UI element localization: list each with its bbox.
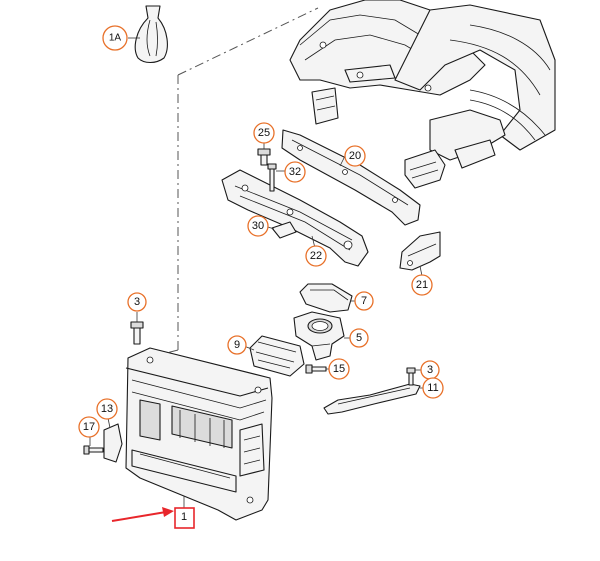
svg-text:21: 21 <box>416 279 428 291</box>
leader-13 <box>107 417 111 429</box>
lock-carrier-part-22 <box>221 169 369 267</box>
callout-15[interactable]: 15 <box>328 358 350 380</box>
air-duct-part-5 <box>293 311 345 361</box>
svg-text:20: 20 <box>349 150 361 162</box>
strut-part-11 <box>323 383 421 415</box>
screw-part-15 <box>305 364 327 374</box>
bolt-part-3-right <box>406 367 416 386</box>
svg-text:30: 30 <box>252 220 264 232</box>
callout-9[interactable]: 9 <box>227 335 247 355</box>
callout-1[interactable]: 1 <box>181 511 187 523</box>
callout-30[interactable]: 30 <box>247 215 269 237</box>
bracket-part-21 <box>399 231 441 271</box>
callout-32[interactable]: 32 <box>284 161 306 183</box>
svg-text:3: 3 <box>427 364 433 376</box>
svg-text:32: 32 <box>289 166 301 178</box>
callout-25[interactable]: 25 <box>253 122 275 144</box>
lock-carrier-part-1 <box>125 347 273 521</box>
svg-text:25: 25 <box>258 127 270 139</box>
svg-text:9: 9 <box>234 339 240 351</box>
bolt-part-3-left <box>130 321 144 345</box>
highlight-box <box>174 507 195 529</box>
svg-text:5: 5 <box>356 332 362 344</box>
highlight-arrow <box>111 507 174 522</box>
leader-20 <box>339 155 346 167</box>
protective-bag-part <box>134 5 168 64</box>
leader-30 <box>267 226 275 230</box>
callout-13[interactable]: 13 <box>96 398 118 420</box>
svg-text:1A: 1A <box>109 33 122 44</box>
callout-5[interactable]: 5 <box>349 328 369 348</box>
svg-text:15: 15 <box>333 363 345 375</box>
callout-17[interactable]: 17 <box>78 416 100 438</box>
callout-1a[interactable]: 1A <box>102 25 128 51</box>
callout-11[interactable]: 11 <box>422 377 444 399</box>
callout-20[interactable]: 20 <box>344 145 366 167</box>
callout-3-right[interactable]: 3 <box>420 360 440 380</box>
svg-text:13: 13 <box>101 403 113 415</box>
svg-text:7: 7 <box>361 295 367 307</box>
callout-21[interactable]: 21 <box>411 274 433 296</box>
duct-part-9 <box>249 335 305 377</box>
leader-21 <box>419 265 423 277</box>
screw-part-17 <box>83 445 104 455</box>
clip-part-30 <box>271 221 297 239</box>
cross-member-part-20 <box>281 129 421 226</box>
screw-part-32 <box>267 163 277 192</box>
callout-22[interactable]: 22 <box>305 245 327 267</box>
svg-text:11: 11 <box>427 382 438 394</box>
svg-text:17: 17 <box>83 421 95 433</box>
svg-text:3: 3 <box>134 296 140 308</box>
air-guide-part-7 <box>299 283 353 313</box>
callout-3-left[interactable]: 3 <box>127 292 147 312</box>
body-shell-illustration <box>289 0 556 189</box>
bracket-part-13 <box>103 423 123 463</box>
svg-text:22: 22 <box>310 250 322 262</box>
callout-7[interactable]: 7 <box>354 291 374 311</box>
bolt-part-25 <box>257 148 271 166</box>
